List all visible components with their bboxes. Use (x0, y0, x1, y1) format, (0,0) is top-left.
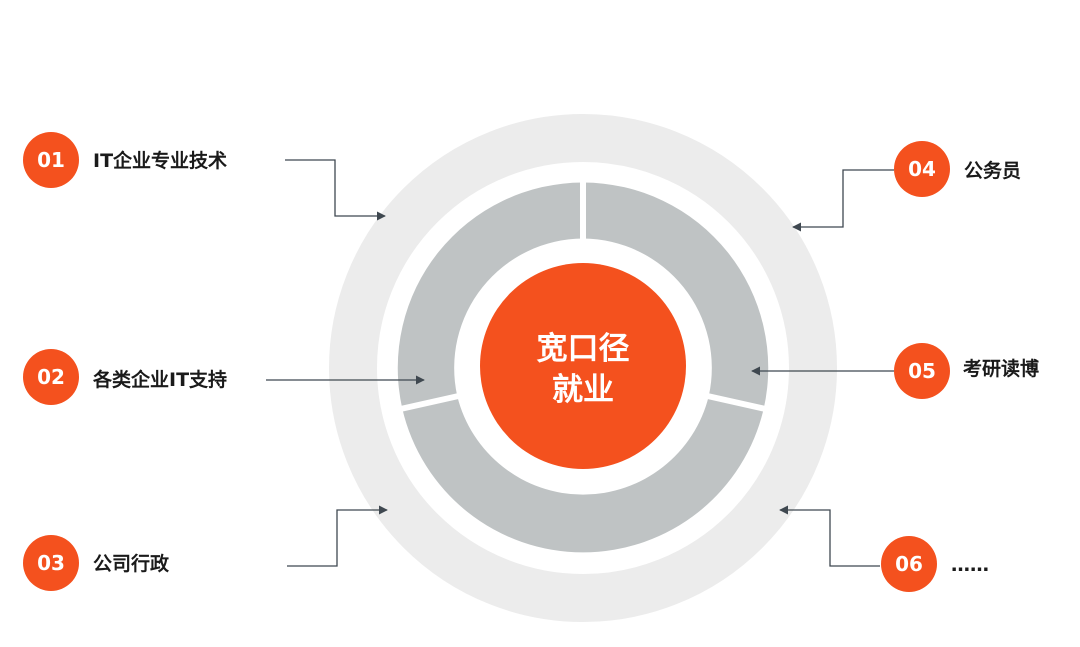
item-number: 03 (37, 551, 65, 575)
item-05: 05 考研读博 (894, 343, 1039, 399)
number-badge (23, 535, 79, 591)
item-label: 考研读博 (963, 357, 1039, 380)
number-badge (894, 343, 950, 399)
item-label: IT企业专业技术 (93, 149, 227, 172)
item-number: 01 (37, 148, 65, 172)
segment-bottom (402, 396, 764, 553)
segment-separator (395, 392, 464, 413)
segment-right (583, 182, 769, 409)
segment-top-left (397, 182, 583, 409)
item-01: 01 IT企业专业技术 (23, 132, 227, 188)
number-badge (23, 349, 79, 405)
item-number: 05 (908, 359, 936, 383)
item-number: 06 (895, 552, 923, 576)
number-badge (881, 536, 937, 592)
item-label: 公司行政 (93, 552, 170, 575)
item-06: 06 …… (881, 536, 989, 592)
center-line-2: 就业 (552, 372, 614, 408)
item-02: 02 各类企业IT支持 (23, 349, 227, 405)
number-badge (894, 141, 950, 197)
center-circle (480, 263, 686, 469)
item-label: …… (951, 554, 989, 576)
number-badge (23, 132, 79, 188)
connectors (266, 159, 894, 567)
item-number: 04 (908, 157, 936, 181)
connector-03 (287, 505, 388, 567)
item-number: 02 (37, 365, 65, 389)
item-label: 公务员 (964, 159, 1021, 182)
segment-ring (395, 176, 771, 553)
item-04: 04 公务员 (894, 141, 1021, 197)
connector-01 (285, 159, 386, 221)
connector-04 (792, 169, 894, 232)
center-line-1: 宽口径 (537, 331, 630, 367)
connector-06 (779, 505, 880, 567)
item-label: 各类企业IT支持 (92, 368, 227, 391)
segment-separator (702, 392, 771, 413)
outer-ring (329, 114, 837, 622)
item-03: 03 公司行政 (23, 535, 170, 591)
